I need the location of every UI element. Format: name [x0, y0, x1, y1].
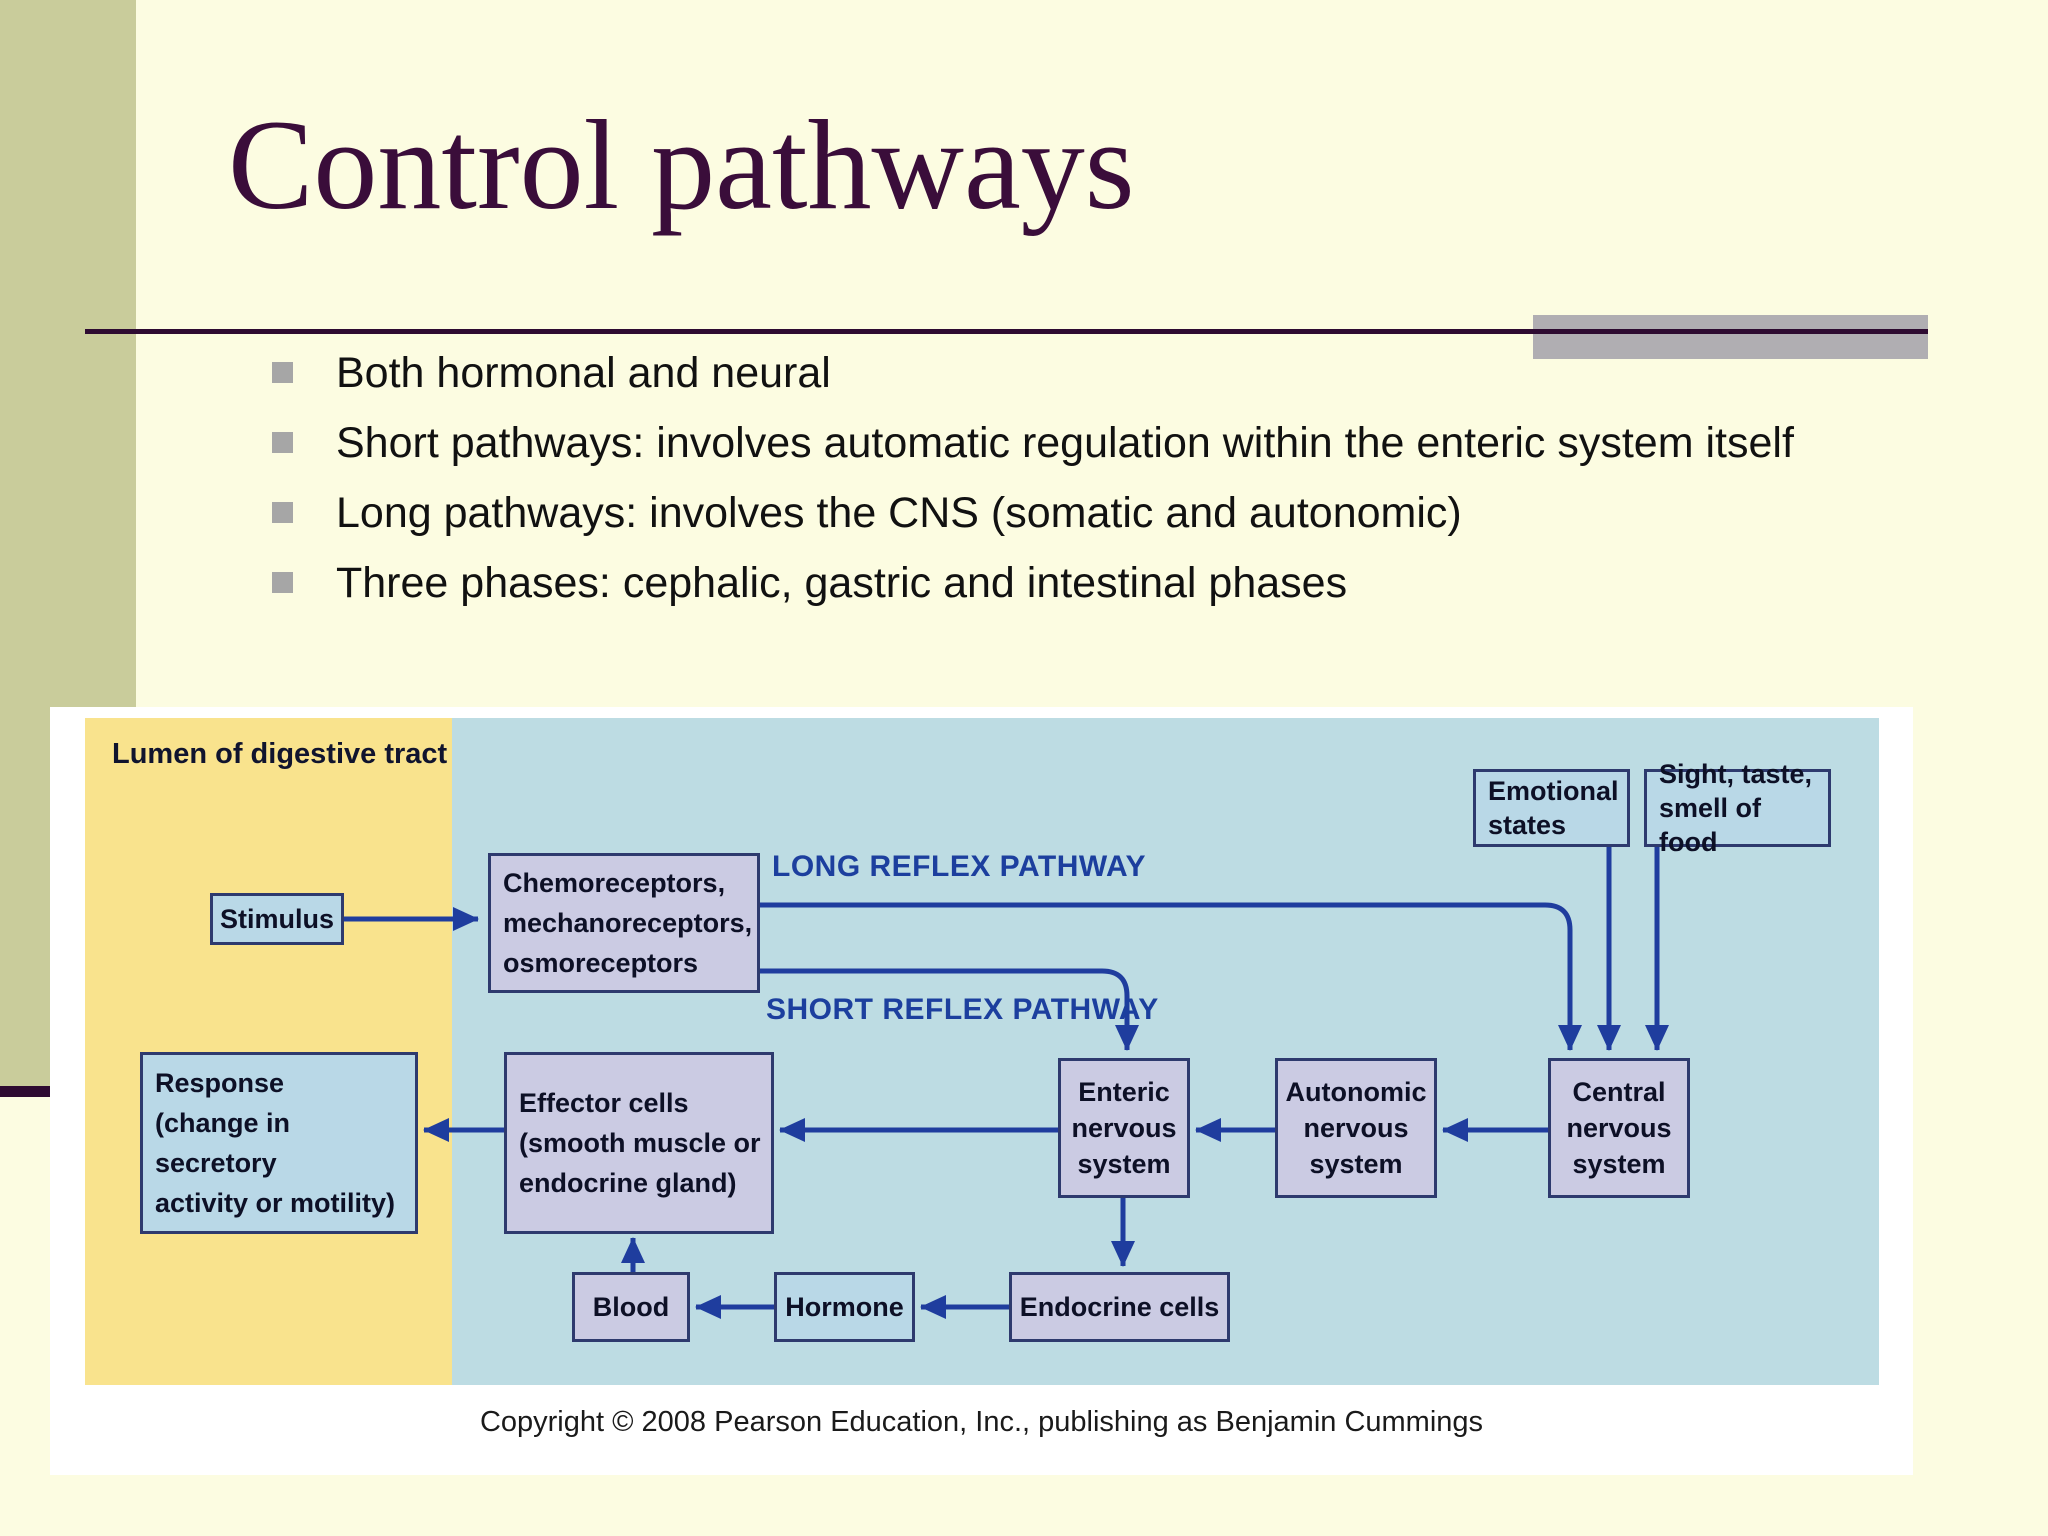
list-item: Both hormonal and neural [272, 338, 1832, 408]
autonomic-nervous-system-box: Autonomic nervous system [1275, 1058, 1437, 1198]
stimulus-box: Stimulus [210, 893, 344, 945]
page-title: Control pathways [228, 94, 1135, 236]
accent-line-segment [0, 1086, 52, 1097]
bullet-text: Three phases: cephalic, gastric and inte… [336, 559, 1348, 607]
bullet-square-icon [272, 572, 293, 593]
effector-cells-box: Effector cells (smooth muscle or endocri… [504, 1052, 774, 1234]
receptors-box: Chemoreceptors, mechanoreceptors, osmore… [488, 853, 760, 993]
bullet-square-icon [272, 502, 293, 523]
bullet-square-icon [272, 362, 293, 383]
response-box: Response (change in secretory activity o… [140, 1052, 418, 1234]
bullet-text: Long pathways: involves the CNS (somatic… [336, 489, 1462, 537]
long-reflex-pathway-label: LONG REFLEX PATHWAY [772, 850, 1146, 883]
enteric-nervous-system-box: Enteric nervous system [1058, 1058, 1190, 1198]
bullet-list: Both hormonal and neural Short pathways:… [272, 338, 1832, 618]
central-nervous-system-box: Central nervous system [1548, 1058, 1690, 1198]
hormone-box: Hormone [774, 1272, 915, 1342]
blood-box: Blood [572, 1272, 690, 1342]
emotional-states-box: Emotional states [1473, 769, 1630, 847]
bullet-text: Both hormonal and neural [336, 349, 831, 397]
bullet-text: Short pathways: involves automatic regul… [336, 419, 1794, 467]
short-reflex-pathway-label: SHORT REFLEX PATHWAY [766, 993, 1159, 1026]
bullet-square-icon [272, 432, 293, 453]
copyright-text: Copyright © 2008 Pearson Education, Inc.… [479, 1406, 1484, 1438]
list-item: Long pathways: involves the CNS (somatic… [272, 478, 1832, 548]
list-item: Short pathways: involves automatic regul… [272, 408, 1832, 478]
endocrine-cells-box: Endocrine cells [1009, 1272, 1230, 1342]
title-rule [85, 329, 1928, 334]
title-rule-gray-block [1533, 315, 1928, 359]
lumen-background-panel [85, 718, 452, 1385]
lumen-label: Lumen of digestive tract [112, 738, 448, 770]
sight-taste-smell-box: Sight, taste, smell of food [1644, 759, 1831, 857]
list-item: Three phases: cephalic, gastric and inte… [272, 548, 1832, 618]
